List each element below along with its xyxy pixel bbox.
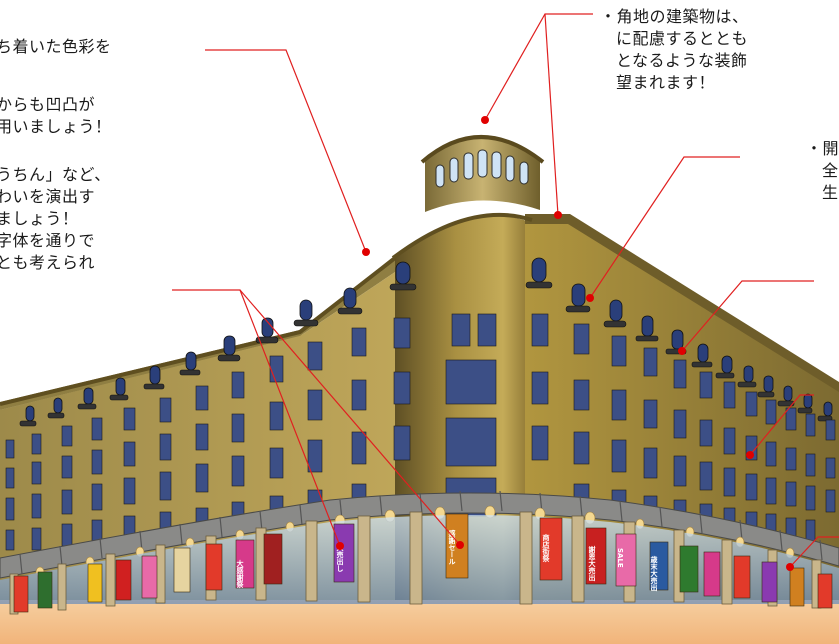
right-upper-windows <box>525 257 833 422</box>
svg-text:感謝セール: 感謝セール <box>448 529 456 565</box>
banner-flag <box>13 575 29 613</box>
left-upper-windows <box>19 261 417 427</box>
street <box>0 600 839 644</box>
left-cornice <box>0 256 397 406</box>
leader-lines <box>172 13 839 568</box>
svg-text:商店街祭: 商店街祭 <box>542 533 551 563</box>
note-line: とも考えられ <box>0 253 96 272</box>
svg-text:大感謝祭: 大感謝祭 <box>236 559 245 589</box>
note-relief: からも凹凸が 用いましょう！ <box>0 94 112 138</box>
note-line: からも凹凸が <box>0 95 96 114</box>
banner-flag <box>761 561 778 603</box>
banner-flag <box>141 555 158 599</box>
banner-flag <box>649 541 669 591</box>
note-line: となるような装飾 <box>616 51 748 70</box>
note-lanterns: うちん」など、 わいを演出す ましょう！ 字体を通りで とも考えられ <box>0 164 111 274</box>
banner-flag <box>733 555 751 599</box>
corner-cornice <box>391 212 533 260</box>
leader-line <box>749 394 814 456</box>
note-opening: ・開 全 生 <box>806 138 839 204</box>
banner-flag <box>703 551 721 597</box>
dome-windows <box>435 149 529 188</box>
banner-flag <box>789 567 805 607</box>
banner-flag <box>333 523 355 583</box>
banner-flag <box>615 533 637 587</box>
dome-cap <box>420 135 545 164</box>
leader-line <box>239 289 461 546</box>
note-color-palette: ち着いた色彩を <box>0 36 112 58</box>
banner-flag <box>173 547 191 593</box>
note-line: に配慮するととも <box>616 29 749 48</box>
note-line: うちん」など、 <box>0 165 111 184</box>
note-line: ましょう！ <box>0 209 79 228</box>
leader-dots <box>336 116 794 571</box>
note-line: 生 <box>822 183 839 202</box>
note-line: わいを演出す <box>0 187 96 206</box>
leader-line <box>484 13 593 121</box>
leader-line <box>681 280 814 352</box>
leader-line <box>544 13 559 216</box>
banner-flag <box>263 533 283 585</box>
left-window-grid <box>5 317 411 551</box>
banner-flag <box>205 543 223 591</box>
banner-flag-text: 大感謝祭 大売出し 感謝セール 商店街祭 謝恩大売出 SALE 歳末大売出 <box>236 529 659 592</box>
note-line: ・角地の建築物は、 <box>600 7 749 26</box>
svg-text:歳末大売出: 歳末大売出 <box>650 555 659 592</box>
svg-text:SALE: SALE <box>616 548 624 568</box>
banner-flag <box>585 527 607 585</box>
banner-flag <box>115 559 132 601</box>
note-line: 字体を通りで <box>0 231 96 250</box>
banner-flag <box>817 573 833 609</box>
banner-flag <box>679 545 699 593</box>
leader-line <box>205 49 367 253</box>
note-line: 用いましょう！ <box>0 117 112 136</box>
svg-text:謝恩大売出: 謝恩大売出 <box>588 545 596 582</box>
banner-flag <box>539 517 563 581</box>
lanterns <box>35 505 795 578</box>
banner-flag <box>87 563 103 603</box>
note-line: ・開 <box>806 139 839 158</box>
svg-text:大売出し: 大売出し <box>336 543 344 573</box>
note-line: 望まれます！ <box>616 73 716 92</box>
banner-flag <box>235 539 255 589</box>
note-corner-building: ・角地の建築物は、 に配慮するととも となるような装飾 望まれます！ <box>600 6 749 94</box>
banner-flag <box>37 571 53 609</box>
note-line: ち着いた色彩を <box>0 37 112 56</box>
note-line: 全 <box>822 161 839 180</box>
leader-line <box>789 536 839 568</box>
leader-line <box>589 156 740 299</box>
banner-flags <box>13 513 833 613</box>
